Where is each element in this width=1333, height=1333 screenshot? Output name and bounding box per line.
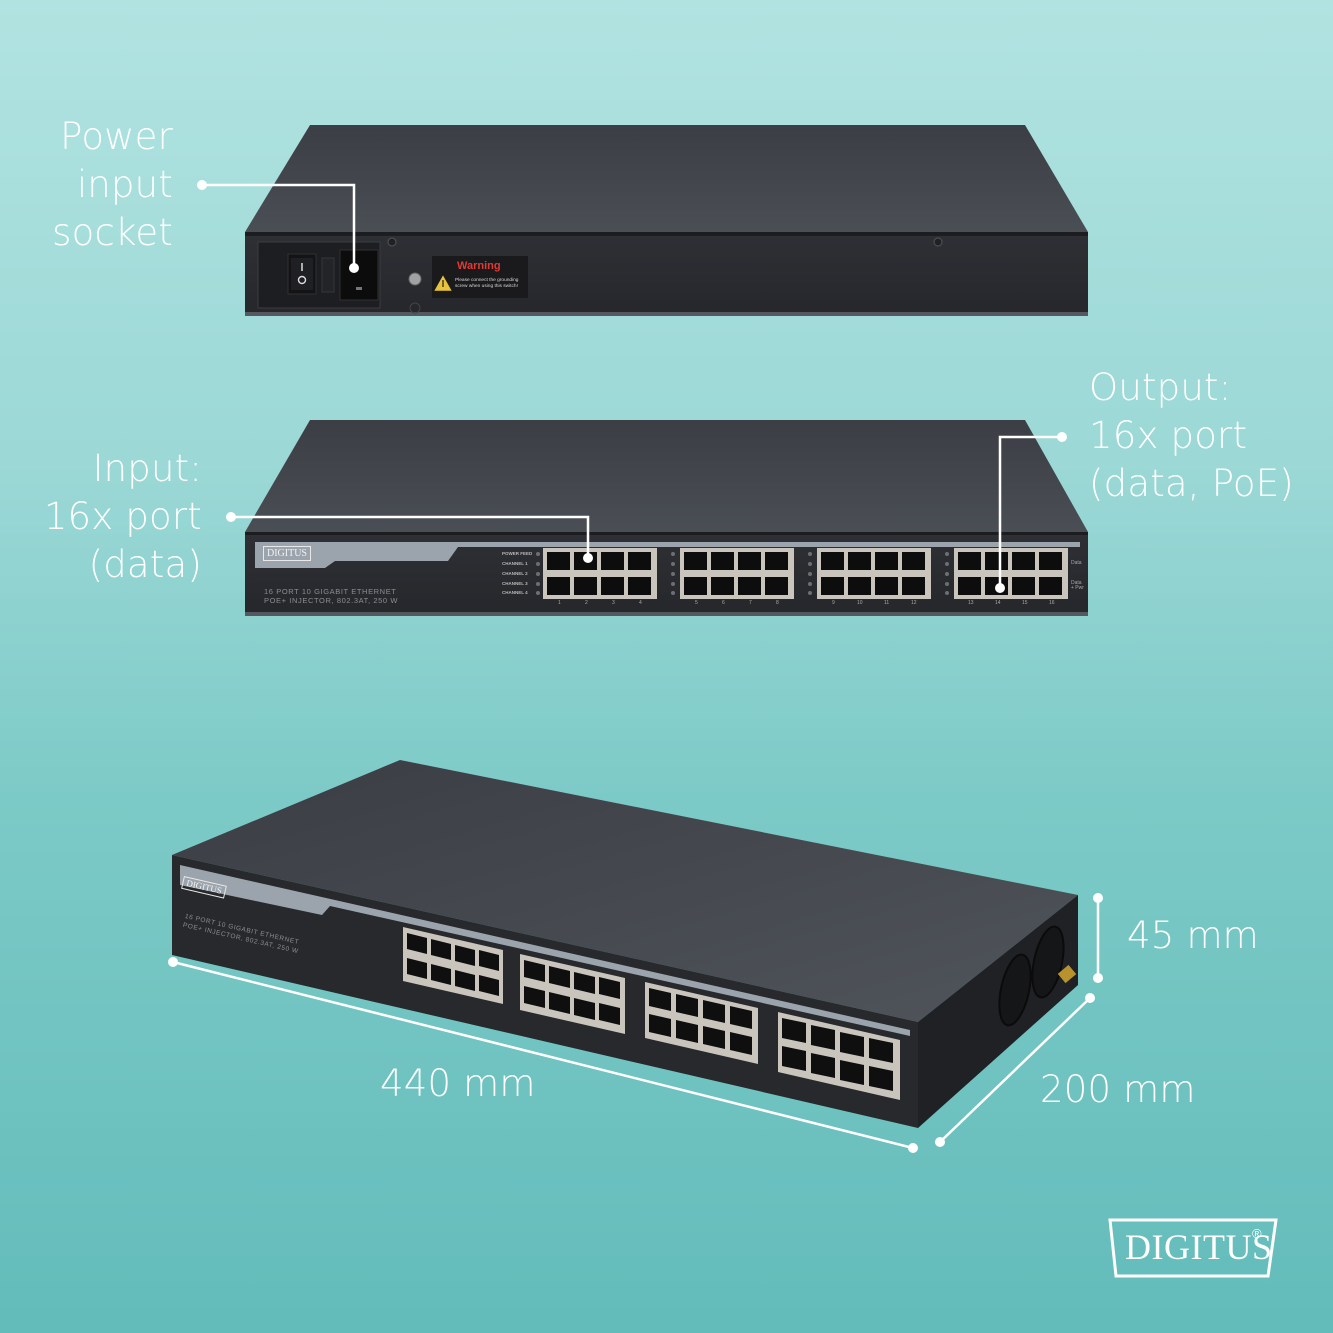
warning-text: Please connect the grounding screw when … (455, 278, 519, 289)
callout-lines (172, 183, 1100, 1150)
dimension-height-label: 45 mm (1127, 914, 1259, 957)
dimension-width-label: 440 mm (380, 1062, 536, 1105)
side-label-data-pwr: Data + Pwr (1071, 580, 1084, 591)
callout-power-input-socket: Power input socket (52, 115, 173, 254)
switch-front-view (245, 420, 1088, 616)
registered-mark-icon: ® (1252, 1226, 1262, 1241)
warning-title: Warning (457, 260, 501, 272)
power-switch[interactable] (288, 254, 316, 294)
power-input-socket (343, 253, 377, 299)
digitus-logo-text: DIGITUS (1125, 1227, 1273, 1267)
switch-perspective-view (172, 760, 1078, 1128)
side-label-data: Data (1071, 560, 1082, 566)
dimension-depth-label: 200 mm (1040, 1068, 1196, 1111)
product-description: 16 PORT 10 GIGABIT ETHERNET POE+ INJECTO… (264, 587, 399, 605)
callout-input-ports: Input: 16x port (data) (43, 447, 202, 586)
switch-rear-view (245, 125, 1088, 316)
logo-frame (1108, 1218, 1278, 1278)
callout-output-ports: Output: 16x port (data, PoE) (1089, 366, 1294, 505)
callout-dots (168, 180, 1103, 1153)
front-brand-logo: DIGITUS (263, 546, 311, 561)
